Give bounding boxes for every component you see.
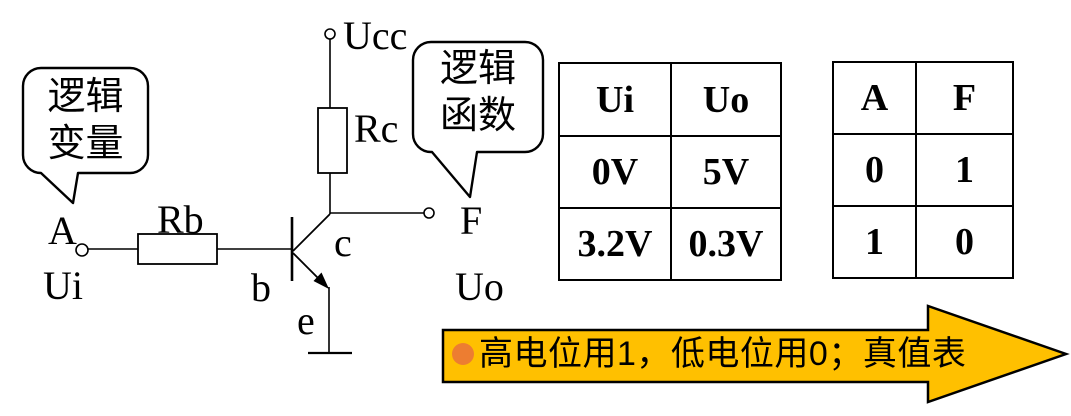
voltage-table-header-ui: Ui — [560, 64, 672, 137]
base-terminal-label: b — [251, 265, 271, 310]
banner-caption: 高电位用1，低电位用0；真值表 — [479, 335, 967, 373]
input-variable-label: A — [48, 208, 77, 253]
voltage-table-cell: 5V — [672, 137, 780, 209]
input-callout-bubble — [21, 66, 150, 205]
banner-bullet-icon — [452, 343, 474, 365]
ucc-label: Ucc — [343, 13, 408, 58]
truth-table-cell: 1 — [834, 207, 917, 277]
voltage-table-header-uo: Uo — [672, 64, 780, 137]
output-callout-bubble — [411, 40, 545, 199]
output-variable-label: F — [460, 198, 483, 243]
truth-table-header-a: A — [834, 63, 917, 135]
rb-label: Rb — [157, 197, 204, 242]
truth-table: A F 0 1 1 0 — [832, 61, 1014, 279]
output-voltage-label: Uo — [455, 264, 504, 309]
input-callout-line2: 变量 — [47, 123, 124, 165]
input-voltage-label: Ui — [43, 263, 83, 308]
truth-table-cell: 0 — [834, 135, 917, 207]
truth-table-cell: 0 — [955, 221, 974, 263]
input-callout-line1: 逻辑 — [47, 76, 124, 118]
voltage-table: Ui Uo 0V 5V 3.2V 0.3V — [558, 62, 782, 281]
truth-table-cell: 1 — [917, 135, 1012, 207]
banner-arrow — [441, 304, 1070, 404]
emitter-lead — [292, 252, 322, 282]
rb-resistor — [137, 233, 218, 265]
voltage-table-cell: 0.3V — [688, 223, 764, 265]
collector-terminal-label: c — [334, 220, 352, 265]
output-callout-line2: 函数 — [439, 95, 516, 137]
output-callout-text: 逻辑 函数 — [413, 46, 543, 140]
truth-table-header-f: F — [917, 63, 1012, 135]
ucc-terminal — [324, 28, 336, 40]
input-callout-text: 逻辑 变量 — [23, 74, 148, 168]
output-terminal — [423, 207, 435, 219]
voltage-table-cell: 3.2V — [560, 209, 672, 279]
input-terminal — [75, 243, 89, 257]
output-callout-line1: 逻辑 — [439, 48, 516, 90]
voltage-table-cell: 0V — [560, 137, 672, 209]
emitter-arrow-icon — [313, 272, 329, 289]
collector-lead — [292, 213, 331, 252]
rc-resistor — [317, 107, 348, 174]
emitter-terminal-label: e — [297, 298, 315, 343]
rc-label: Rc — [354, 106, 399, 151]
